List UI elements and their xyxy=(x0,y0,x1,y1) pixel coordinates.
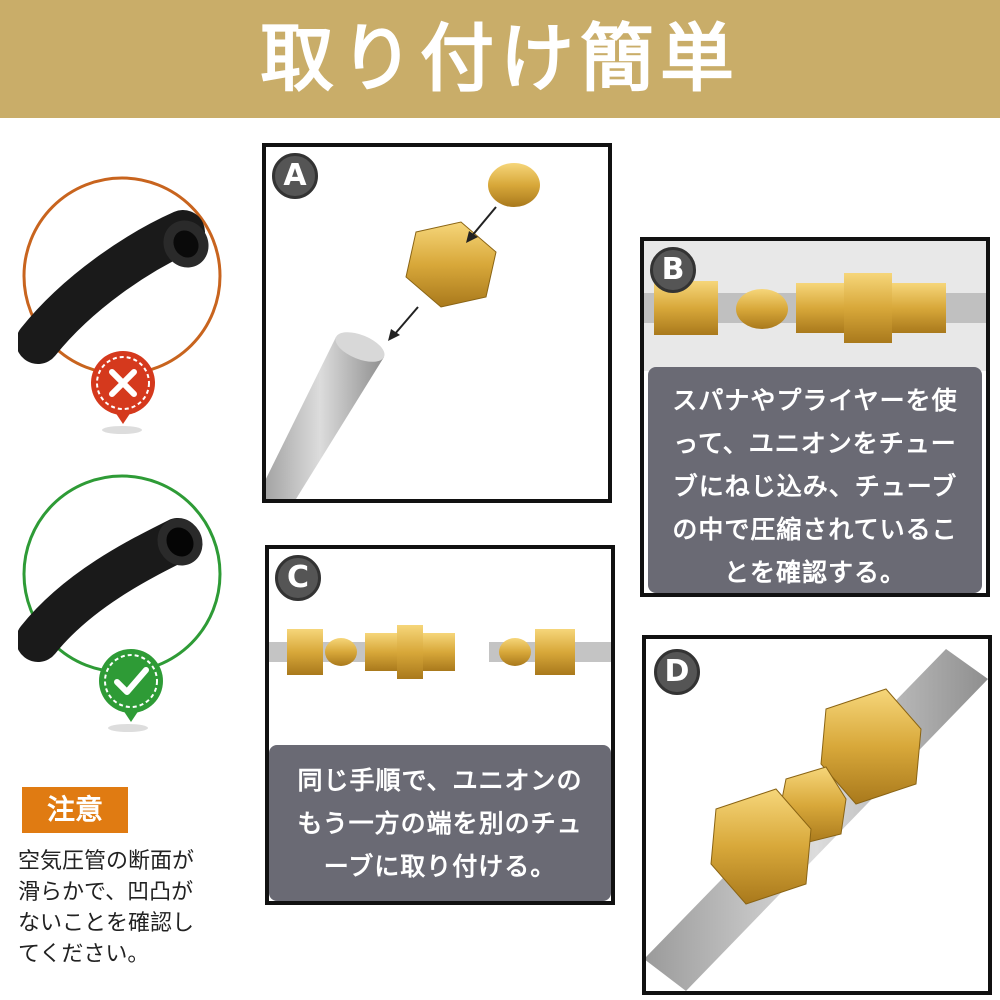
note-line: てください。 xyxy=(18,942,150,967)
good-example xyxy=(18,470,228,740)
caption-line: の中で圧縮されているこ xyxy=(672,515,958,544)
step-letter-b: B xyxy=(650,247,696,293)
header-banner xyxy=(0,0,1000,118)
check-icon xyxy=(96,646,166,726)
step-a-illustration xyxy=(266,163,540,499)
step-letter-c: C xyxy=(275,555,321,601)
step-a-panel: A xyxy=(262,143,612,503)
step-letter-a: A xyxy=(272,153,318,199)
note-line: ないことを確認し xyxy=(18,911,195,936)
step-c-caption: 同じ手順で、ユニオンの もう一方の端を別のチュ ーブに取り付ける。 xyxy=(269,745,611,901)
step-d-panel: D xyxy=(642,635,992,995)
note-label: 注意 xyxy=(22,787,128,833)
step-b-illustration xyxy=(644,241,986,371)
x-icon xyxy=(88,348,158,428)
caption-line: 同じ手順で、ユニオンの xyxy=(297,766,583,795)
caption-line: って、ユニオンをチュー xyxy=(673,429,957,458)
step-b-caption: スパナやプライヤーを使 って、ユニオンをチュー ブにねじ込み、チューブ の中で圧… xyxy=(648,367,982,593)
note-text: 空気圧管の断面が 滑らかで、凹凸が ないことを確認し てください。 xyxy=(18,846,238,970)
caption-line: ブにねじ込み、チューブ xyxy=(672,472,958,501)
bad-example xyxy=(18,172,228,442)
caption-line: スパナやプライヤーを使 xyxy=(672,386,958,415)
step-d-illustration xyxy=(646,649,988,991)
step-b-panel: B スパナやプライヤーを使 って、ユニオンをチュー ブにねじ込み、チューブ の中… xyxy=(640,237,990,597)
caption-line: もう一方の端を別のチュ xyxy=(297,809,583,838)
page-title: 取り付け簡単 xyxy=(260,16,740,102)
note-line: 滑らかで、凹凸が xyxy=(18,880,194,905)
step-c-panel: C 同じ手順で、ユニオンの もう一方の端を別のチュ ーブに取り付ける。 xyxy=(265,545,615,905)
step-c-illustration xyxy=(269,625,611,679)
caption-line: とを確認する。 xyxy=(723,558,906,587)
caption-line: ーブに取り付ける。 xyxy=(323,852,557,881)
step-letter-d: D xyxy=(654,649,700,695)
note-line: 空気圧管の断面が xyxy=(18,849,195,874)
